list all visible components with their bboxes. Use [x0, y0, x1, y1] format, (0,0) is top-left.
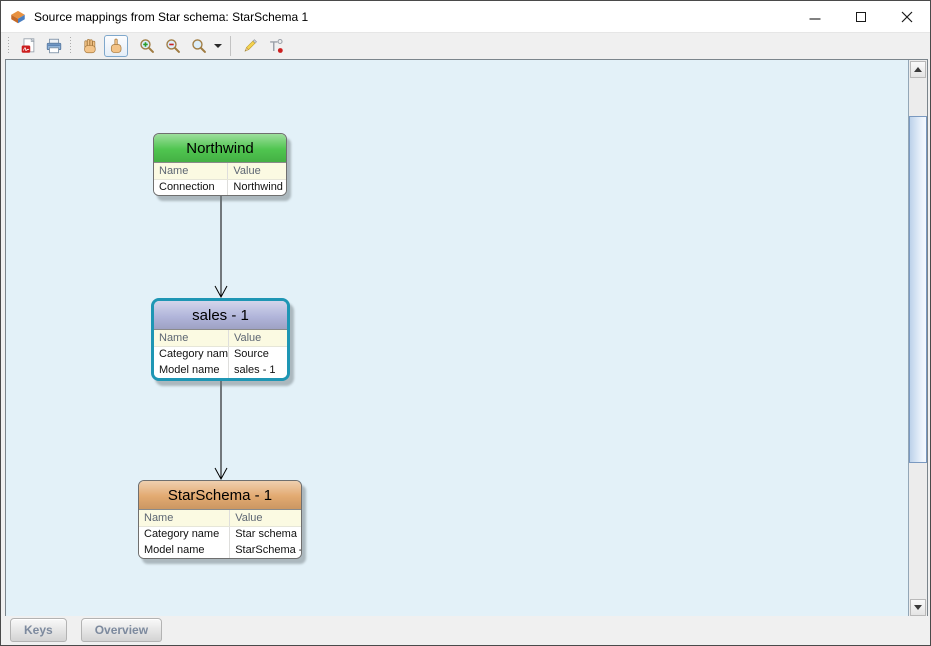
vertical-scrollbar[interactable]: [908, 60, 927, 617]
connection-tool-button[interactable]: [264, 35, 288, 57]
property-value: Star schema: [235, 528, 297, 541]
property-name: Connection: [154, 179, 229, 195]
pan-tool-button[interactable]: [78, 35, 102, 57]
table-row: Connection Northwind: [154, 179, 286, 195]
zoom-in-icon: [140, 39, 154, 53]
maximize-icon: [856, 11, 866, 22]
maximize-button[interactable]: [838, 1, 884, 32]
zoom-out-icon: [166, 39, 180, 53]
window-controls: [792, 1, 930, 32]
bottom-tab-bar: Keys Overview: [1, 616, 930, 645]
tab-label: Keys: [24, 623, 53, 637]
close-button[interactable]: [884, 1, 930, 32]
toolbar: [1, 32, 930, 59]
minimize-button[interactable]: [792, 1, 838, 32]
property-name: Category name: [139, 526, 231, 542]
table-row: Category name Source: [154, 346, 287, 362]
zoom-icon: [192, 39, 206, 53]
zoom-in-button[interactable]: [135, 35, 159, 57]
edges-layer: [214, 196, 228, 481]
zoom-dropdown-button[interactable]: [212, 35, 224, 57]
pencil-icon: [244, 39, 257, 52]
node-properties-table: Name Value Connection Northwind: [154, 163, 286, 195]
close-icon: [901, 11, 913, 22]
edit-tool-button[interactable]: [238, 35, 262, 57]
pointer-select-icon: [110, 38, 122, 53]
column-header-value: Value: [227, 163, 286, 180]
mapping-edge-northwind-sales: [214, 196, 228, 299]
node-header: sales - 1: [154, 301, 287, 330]
node-title: sales - 1: [192, 306, 249, 324]
node-header: Northwind: [154, 134, 286, 163]
tab-keys[interactable]: Keys: [10, 618, 67, 642]
scroll-up-icon: [914, 67, 922, 72]
node-title: StarSchema - 1: [167, 486, 273, 504]
column-header-name: Name: [154, 163, 229, 180]
scroll-down-button[interactable]: [910, 599, 926, 616]
property-name: Category name: [154, 346, 229, 362]
minimize-icon: [809, 17, 821, 20]
column-header-value: Value: [228, 330, 287, 347]
table-row: Model name sales - 1: [154, 362, 287, 378]
pointer-select-button[interactable]: [104, 35, 128, 57]
zoom-button[interactable]: [187, 35, 211, 57]
print-button[interactable]: [42, 35, 66, 57]
dropdown-caret-icon: [214, 44, 222, 48]
diagram-node-northwind[interactable]: Northwind Name Value Connection Northwin…: [153, 133, 287, 196]
column-header-name: Name: [154, 330, 229, 347]
diagram-node-sales[interactable]: sales - 1 Name Value Category name Sourc…: [151, 298, 290, 381]
property-value: Northwind: [233, 181, 283, 194]
tab-overview[interactable]: Overview: [80, 618, 163, 642]
mapping-edge-sales-starschema: [214, 381, 228, 481]
column-header-name: Name: [139, 510, 231, 527]
scroll-up-button[interactable]: [910, 61, 926, 78]
column-header-value: Value: [229, 510, 301, 527]
pan-hand-icon: [84, 38, 96, 54]
toolbar-grip[interactable]: [69, 37, 72, 55]
node-header: StarSchema - 1: [139, 481, 301, 510]
title-bar[interactable]: Source mappings from Star schema: StarSc…: [1, 1, 930, 32]
print-icon: [46, 38, 62, 54]
scroll-down-icon: [914, 605, 922, 610]
node-properties-table: Name Value Category name Source Model na…: [154, 330, 287, 378]
scrollbar-thumb[interactable]: [909, 116, 927, 463]
export-pdf-button[interactable]: [16, 35, 40, 57]
connection-tool-icon: [270, 38, 283, 53]
node-properties-table: Name Value Category name Star schema Mod…: [139, 510, 301, 558]
table-row: Category name Star schema: [139, 526, 301, 542]
canvas-container: Northwind Name Value Connection Northwin…: [5, 59, 928, 618]
property-name: Model name: [154, 362, 229, 378]
property-value: Source: [233, 348, 269, 361]
toolbar-grip[interactable]: [7, 37, 10, 55]
diagram-canvas[interactable]: Northwind Name Value Connection Northwin…: [6, 60, 908, 617]
property-name: Model name: [139, 542, 231, 558]
app-icon: [11, 10, 25, 23]
property-value: sales - 1: [233, 364, 276, 376]
toolbar-separator: [230, 36, 231, 56]
export-pdf-icon: [21, 38, 35, 53]
diagram-node-starschema[interactable]: StarSchema - 1 Name Value Category name …: [138, 480, 302, 559]
table-row: Model name StarSchema - 1: [139, 542, 301, 558]
window-title: Source mappings from Star schema: StarSc…: [34, 9, 309, 24]
property-value: StarSchema - 1: [235, 544, 301, 556]
node-title: Northwind: [186, 139, 254, 157]
tab-label: Overview: [94, 623, 149, 637]
zoom-out-button[interactable]: [161, 35, 185, 57]
